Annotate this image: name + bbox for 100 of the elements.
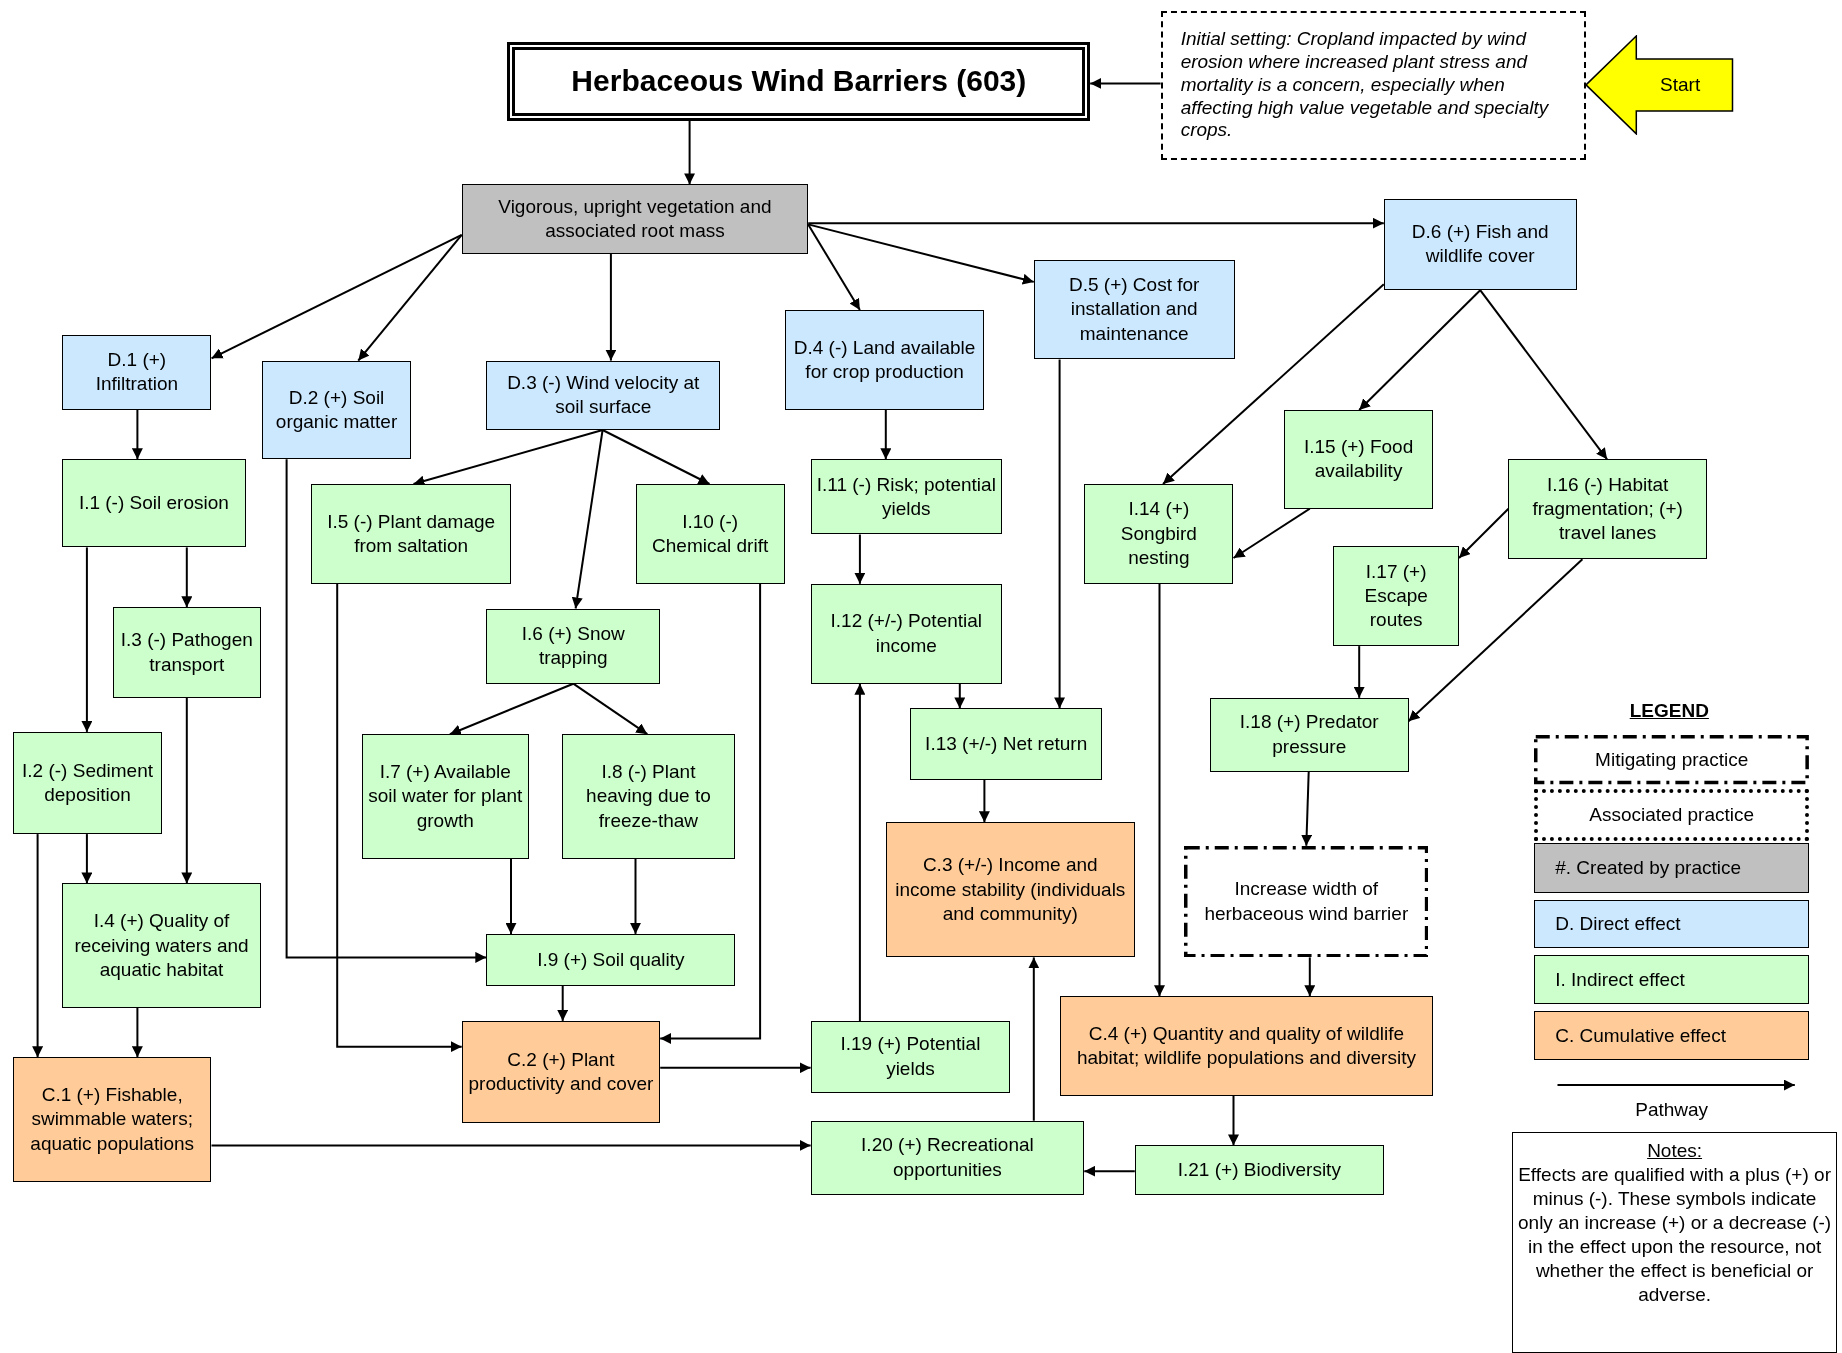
indirect-effect-box — [62, 459, 246, 548]
title-box — [507, 42, 1091, 121]
node-text: I.11 (-) Risk; potential yields — [815, 472, 997, 521]
arrow — [1479, 289, 1609, 461]
node-text: D.1 (+) Infiltration — [94, 348, 180, 397]
node-text: Vigorous, upright vegetation and associated root mass — [497, 194, 773, 244]
arrow — [1054, 358, 1066, 710]
arrow — [807, 223, 861, 312]
indirect-effect-box — [635, 484, 785, 584]
cumulative-effect-box — [12, 1057, 212, 1182]
arrow — [1228, 1095, 1239, 1147]
node-text: D.3 (-) Wind velocity at soil surface — [506, 370, 701, 420]
node-text: I.3 (-) Pathogen transport — [119, 628, 254, 677]
node-text: C.3 (+/-) Income and income stability (individuals and community) — [894, 853, 1127, 926]
indirect-effect-box — [1508, 459, 1707, 560]
arrow — [557, 984, 569, 1022]
node-text: C.4 (+) Quantity and quality of wildlife habitat; wildlife populations and diversity — [1075, 1021, 1417, 1071]
arrow — [978, 779, 990, 824]
practice-box — [461, 184, 809, 254]
node-text: Initial setting: Cropland impacted by wind erosion where increased plant stress and mortality is a concern, especially when affecting high value vegetable and specialty crops. — [1180, 28, 1550, 143]
node-text: I.15 (+) Food availability — [1302, 435, 1415, 484]
arrow — [448, 682, 575, 736]
arrow — [336, 582, 463, 1053]
arrow — [807, 223, 1035, 285]
legend-text: Pathway — [1634, 1098, 1710, 1121]
cumulative-effect-box — [461, 1020, 661, 1124]
node-text: C.1 (+) Fishable, swimmable waters; aquatic populations — [29, 1083, 196, 1156]
indirect-effect-box — [1333, 546, 1459, 647]
node-text: I.13 (+/-) Net return — [925, 732, 1088, 757]
arrow — [32, 833, 44, 1059]
node-text: I.6 (+) Snow trapping — [520, 621, 626, 671]
arrow — [601, 429, 711, 485]
arrow — [1304, 956, 1316, 998]
arrow — [505, 857, 517, 935]
indirect-effect-box — [810, 1120, 1085, 1195]
node-text: C.2 (+) Plant productivity and cover — [467, 1047, 655, 1096]
indirect-effect-box — [62, 883, 261, 1008]
arrow — [1154, 582, 1165, 998]
legend-text: #. Created by practice — [1555, 857, 1742, 880]
indirect-effect-box — [311, 484, 511, 584]
arrow — [131, 1006, 143, 1059]
indirect-effect-box — [561, 734, 736, 859]
node-text: I.1 (-) Soil erosion — [78, 491, 229, 516]
node-text: I.20 (+) Recreational opportunities — [860, 1133, 1035, 1182]
indirect-effect-box — [810, 459, 1003, 535]
practice-box — [1184, 845, 1429, 958]
indirect-effect-box — [910, 708, 1102, 780]
arrow — [659, 582, 762, 1044]
notes-box — [1511, 1132, 1838, 1353]
arrow — [1232, 507, 1311, 559]
node-text: Effects are qualified with a plus (+) or minus (-). These symbols indicate only an increase (+) or a decrease (-) in the effect upon the resource, not whether the effect is beneficial or adverse. — [1517, 1163, 1833, 1307]
arrow — [285, 458, 488, 963]
indirect-effect-box — [810, 1020, 1011, 1093]
arrow — [81, 833, 93, 885]
arrow — [954, 682, 966, 710]
node-text: I.12 (+/-) Potential income — [829, 609, 984, 658]
arrow — [659, 1062, 812, 1074]
cumulative-effect-box — [885, 822, 1135, 958]
arrow — [131, 409, 143, 461]
indirect-effect-box — [486, 933, 736, 986]
arrow — [807, 217, 1385, 229]
node-text: I.4 (+) Quality of receiving waters and aquatic habitat — [73, 909, 250, 982]
indirect-effect-box — [1210, 697, 1409, 772]
indirect-effect-box — [1084, 484, 1234, 584]
start-arrow-shape — [1585, 35, 1734, 136]
indirect-effect-box — [1134, 1145, 1384, 1195]
legend-title: LEGEND — [1628, 700, 1710, 723]
node-text: I.14 (+) Songbird nesting — [1119, 497, 1198, 571]
node-text: I.16 (-) Habitat fragmentation; (+) travel lanes — [1531, 472, 1684, 546]
node-text: I.9 (+) Soil quality — [537, 947, 685, 972]
node-text: I.21 (+) Biodiversity — [1177, 1157, 1341, 1182]
indirect-effect-box — [810, 583, 1003, 684]
arrow — [1458, 507, 1510, 559]
node-text: D.6 (+) Fish and wildlife cover — [1410, 220, 1550, 269]
legend-text: Associated practice — [1589, 804, 1754, 827]
node-text: I.5 (-) Plant damage from saltation — [326, 509, 497, 558]
legend-text: C. Cumulative effect — [1555, 1024, 1726, 1047]
direct-effect-box — [1383, 198, 1577, 291]
node-text: Increase width of herbaceous wind barrier — [1203, 877, 1410, 926]
indirect-effect-box — [112, 607, 261, 698]
arrow — [1028, 956, 1040, 1122]
arrow — [1407, 558, 1584, 723]
node-text: I.17 (+) Escape routes — [1363, 559, 1429, 633]
arrow — [210, 233, 463, 360]
arrow — [210, 1139, 812, 1151]
arrow — [1083, 1165, 1136, 1177]
arrow — [880, 409, 892, 461]
arrow — [571, 429, 604, 610]
arrow — [1301, 770, 1313, 847]
direct-effect-box — [62, 334, 212, 410]
arrow — [684, 120, 696, 186]
legend-text: I. Indirect effect — [1555, 968, 1685, 991]
title-text: Herbaceous Wind Barriers (603) — [571, 63, 1027, 100]
node-text: I.19 (+) Potential yields — [839, 1032, 982, 1081]
arrow — [854, 682, 866, 1022]
arrow — [181, 696, 193, 885]
indirect-effect-box — [361, 734, 529, 859]
arrow — [854, 533, 866, 585]
direct-effect-box — [261, 360, 412, 460]
direct-effect-box — [486, 360, 721, 430]
